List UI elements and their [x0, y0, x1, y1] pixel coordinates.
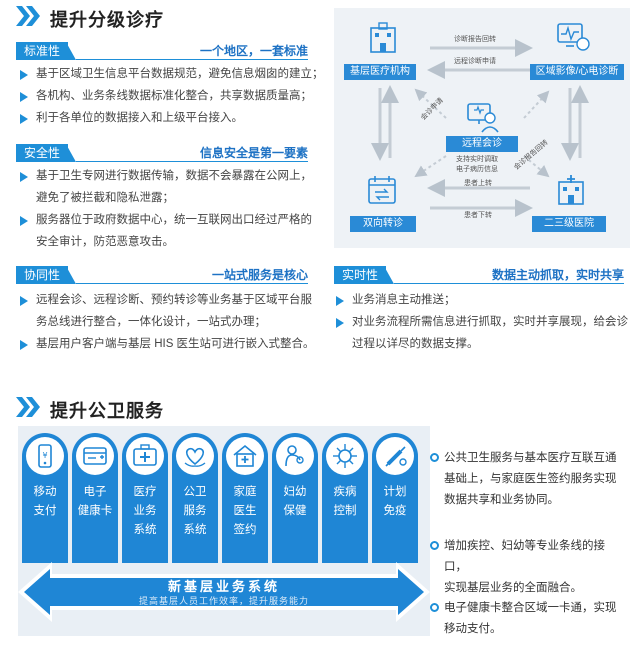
node-two-way-referral: 双向转诊: [350, 216, 416, 232]
tag-row-collaboration: 协同性 一站式服务是核心: [16, 266, 308, 284]
arrow-label: 诊断报告回转: [454, 36, 496, 43]
list-item: 电子健康卡整合区域一卡通，实现移动支付。: [430, 598, 624, 640]
list-item-continuation: 避免了被拦截和隐私泄露；: [36, 192, 174, 204]
calendar-transfer-icon: [368, 176, 396, 204]
tag-standard: 标准性: [16, 42, 69, 60]
virus-icon: [333, 444, 357, 468]
list-item: 公共卫生服务与基本医疗互联互通基础上，与家庭医生签约服务实现数据共享和业务协同。: [430, 448, 624, 511]
vaccine-icon: [385, 446, 407, 467]
arrow-label: 远程诊断申请: [454, 58, 496, 65]
list-item-continuation: 过程以详尽的数据支撑。: [352, 338, 479, 350]
mother-child-icon: [285, 445, 304, 467]
list-item: 基层用户客户端与基层 HIS 医生站可进行嵌入式整合。: [20, 334, 315, 354]
pillar-family-doctor: 家庭医生签约: [222, 433, 268, 563]
svg-text:¥: ¥: [42, 451, 47, 460]
list-item: 业务消息主动推送；: [336, 290, 456, 310]
doctor-computer-icon: [467, 103, 499, 133]
tag-realtime: 实时性: [334, 266, 387, 284]
tiered-care-diagram: 基层医疗机构 区域影像/心电诊断 远程会诊 双向转诊 二三级医院 诊断报告回转 …: [334, 8, 630, 248]
medical-kit-icon: [133, 444, 157, 466]
hospital-icon: [558, 175, 584, 205]
headline-collaboration: 一站式服务是核心: [211, 268, 308, 282]
tag-collaboration: 协同性: [16, 266, 69, 284]
headline-realtime: 数据主动抓取，实时共享: [491, 268, 624, 282]
list-item: 基于卫生专网进行数据传输，数据不会暴露在公网上，: [20, 166, 312, 186]
arrow-label: 患者上转: [464, 180, 492, 187]
section-title-tiered-care: 提升分级诊疗: [50, 10, 164, 30]
section-title-public-health: 提升公卫服务: [50, 401, 164, 421]
headline-standard: 一个地区，一套标准: [199, 44, 308, 58]
list-item: 增加疾控、妇幼等专业条线的接口，实现基层业务的全面融合。: [430, 536, 624, 599]
list-item-continuation: 安全审计，防范恶意攻击。: [36, 236, 174, 248]
chevron-icon: [16, 6, 40, 26]
chevron-icon: [16, 397, 40, 417]
tag-security: 安全性: [16, 144, 69, 162]
list-item: 服务器位于政府数据中心，统一互联网出口经过严格的: [20, 210, 312, 230]
mobile-pay-icon: ¥: [38, 444, 52, 468]
diagram-arrows: [371, 39, 589, 217]
arrow-label: 患者下转: [464, 212, 492, 219]
arrow-label: 支持实时调取: [456, 156, 498, 163]
node-tier23-hospital: 二三级医院: [532, 216, 606, 232]
pillar-immunization: 计划免疫: [372, 433, 418, 563]
heart-hands-icon: [184, 447, 206, 467]
arrow-label: 电子病历信息: [456, 166, 498, 173]
ecg-monitor-icon: [557, 23, 590, 51]
node-regional-imaging: 区域影像/心电诊断: [530, 64, 624, 80]
house-doctor-icon: [233, 444, 257, 467]
list-item: 对业务流程所需信息进行抓取，实时并享展现，给会诊: [336, 312, 628, 332]
list-item: 基于区域卫生信息平台数据规范，避免信息烟囱的建立；: [20, 64, 324, 84]
node-primary-clinic: 基层医疗机构: [344, 64, 416, 80]
health-card-icon: [83, 447, 107, 465]
tag-row-realtime: 实时性 数据主动抓取，实时共享: [334, 266, 624, 284]
tag-row-standard: 标准性 一个地区，一套标准: [16, 42, 308, 60]
pillar-medical-system: 医疗业务系统: [122, 433, 168, 563]
banner-title: 新基层业务系统: [167, 579, 280, 594]
clinic-icon: [370, 22, 396, 53]
list-item: 远程会诊、远程诊断、预约转诊等业务基于区域平台服: [20, 290, 312, 310]
pillar-health-card: 电子健康卡: [72, 433, 118, 563]
headline-security: 信息安全是第一要素: [199, 146, 308, 160]
pillar-mobile-pay: ¥ 移动支付: [22, 433, 68, 563]
list-item: 各机构、业务条线数据标准化整合，共享数据质量高；: [20, 86, 312, 106]
list-item-continuation: 务总线进行整合，一体化设计，一站式办理；: [36, 316, 266, 328]
tag-row-security: 安全性 信息安全是第一要素: [16, 144, 308, 162]
pillar-disease-control: 疾病控制: [322, 433, 368, 563]
pillar-public-health-system: 公卫服务系统: [172, 433, 218, 563]
platform-banner: [18, 562, 430, 622]
banner-subtitle: 提高基层人员工作效率，提升服务能力: [138, 596, 309, 606]
node-remote-consult: 远程会诊: [446, 136, 518, 152]
list-item: 利于各单位的数据接入和上级平台接入。: [20, 108, 243, 128]
pillar-maternal-child: 妇幼保健: [272, 433, 318, 563]
